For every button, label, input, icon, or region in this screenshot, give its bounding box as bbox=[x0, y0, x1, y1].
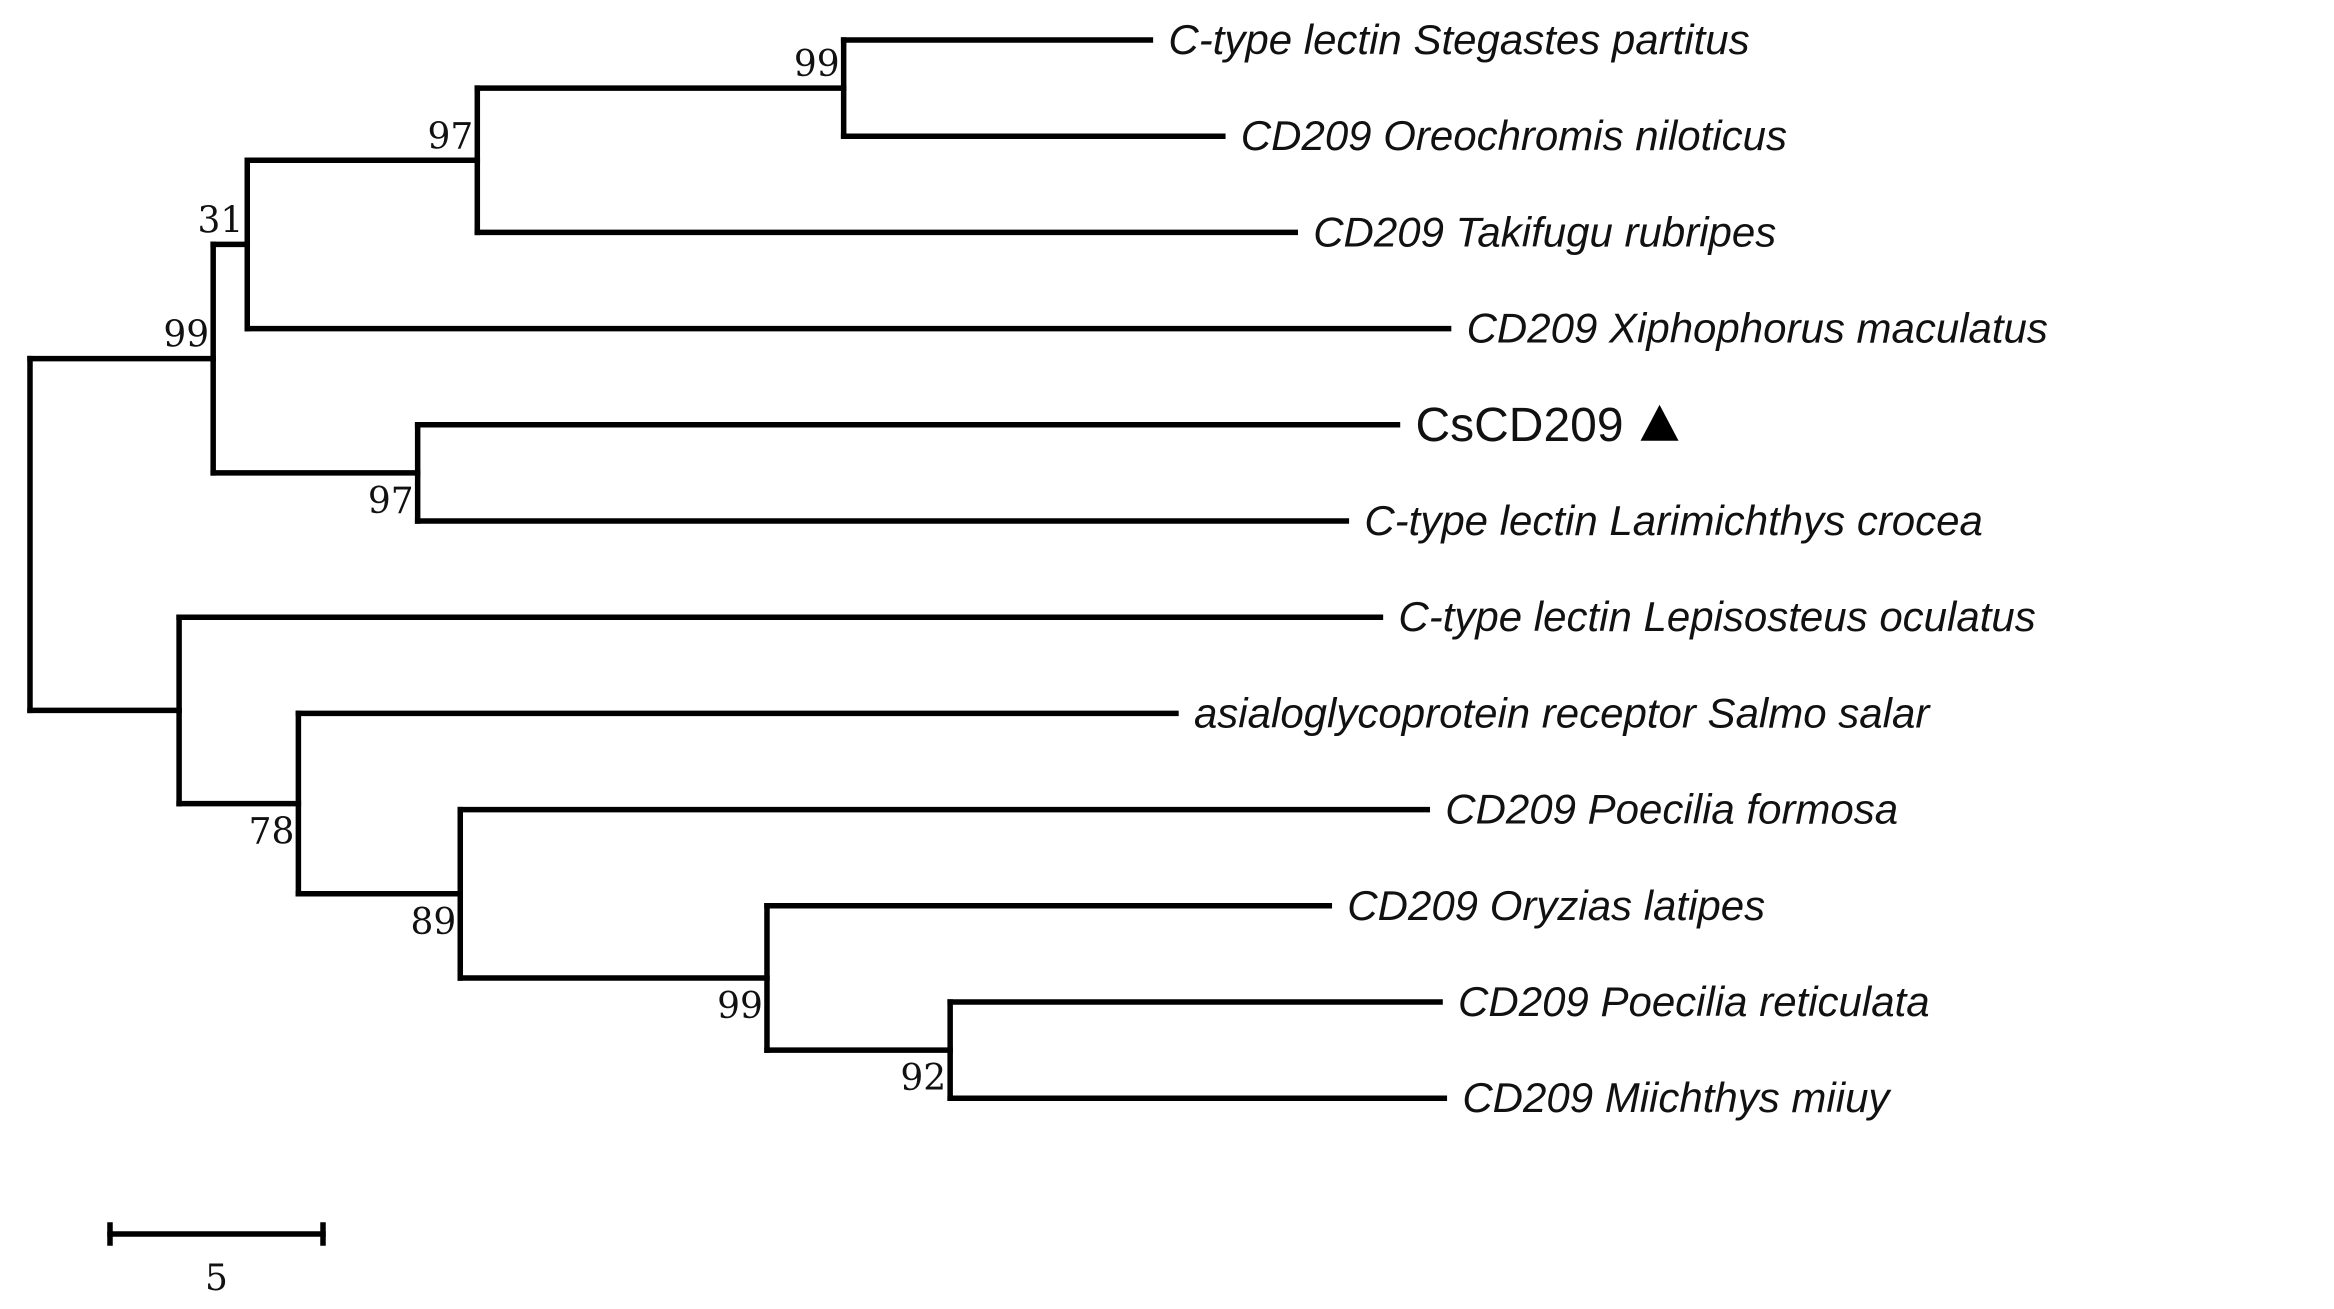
bootstrap-value: 31 bbox=[197, 200, 243, 241]
leaf-label: CD209 Oreochromis niloticus bbox=[1241, 112, 1787, 159]
tree-branches bbox=[27, 37, 1452, 1101]
bootstrap-value: 78 bbox=[249, 812, 295, 853]
bootstrap-value: 97 bbox=[427, 116, 473, 157]
leaf-label: CsCD209 bbox=[1415, 399, 1623, 452]
leaf-label: C-type lectin Stegastes partitus bbox=[1168, 16, 1749, 63]
leaf-label: CD209 Takifugu rubripes bbox=[1313, 208, 1776, 255]
bootstrap-values: 99 31 97 99 97 78 89 99 92 bbox=[163, 44, 946, 1099]
bootstrap-value: 92 bbox=[900, 1058, 946, 1099]
leaf-label: CD209 Poecilia formosa bbox=[1445, 786, 1898, 833]
scale-bar: 5 bbox=[107, 1222, 326, 1299]
leaf-label: CD209 Poecilia reticulata bbox=[1458, 978, 1930, 1025]
bootstrap-value: 97 bbox=[368, 481, 414, 522]
triangle-marker-icon bbox=[1640, 404, 1679, 441]
bootstrap-value: 99 bbox=[163, 315, 209, 356]
leaf-label: C-type lectin Larimichthys crocea bbox=[1364, 497, 1983, 544]
leaf-label: CD209 Xiphophorus maculatus bbox=[1467, 305, 2048, 352]
scale-bar-label: 5 bbox=[205, 1258, 228, 1299]
leaf-label: CD209 Miichthys miiuy bbox=[1462, 1074, 1892, 1121]
leaf-label: C-type lectin Lepisosteus oculatus bbox=[1398, 593, 2035, 640]
bootstrap-value: 99 bbox=[717, 986, 763, 1027]
bootstrap-value: 99 bbox=[794, 44, 840, 85]
leaf-label: CD209 Oryzias latipes bbox=[1347, 882, 1765, 929]
bootstrap-value: 89 bbox=[410, 902, 456, 943]
leaf-label: asialoglycoprotein receptor Salmo salar bbox=[1194, 689, 1931, 736]
